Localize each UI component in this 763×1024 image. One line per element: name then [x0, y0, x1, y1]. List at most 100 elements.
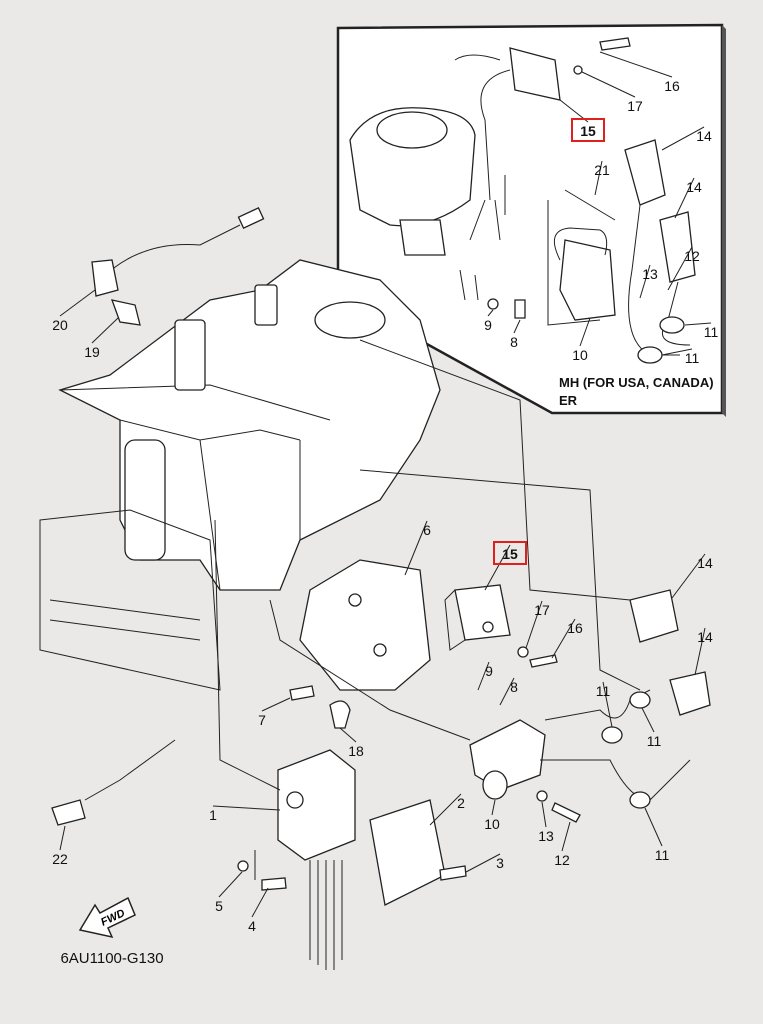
- inset-leader-line: [674, 177, 695, 219]
- main-leader-line: [251, 887, 269, 918]
- inset-cdi-unit-15: [454, 47, 561, 241]
- inset-leader-line: [661, 126, 705, 151]
- main-callout-8: 8: [510, 679, 518, 695]
- bolt-7: [289, 685, 315, 701]
- main-callout-3: 3: [496, 855, 504, 871]
- main-leader-line: [484, 544, 511, 591]
- wire-harness: [254, 850, 343, 970]
- main-leader-line: [499, 677, 515, 706]
- main-callout-16: 16: [567, 620, 583, 636]
- cover-18: [329, 700, 351, 729]
- bolt-16: [529, 654, 558, 668]
- grommet-11b: [601, 726, 623, 744]
- inset-flywheel-base: [349, 107, 476, 256]
- main-leader-line: [477, 661, 490, 691]
- main-callout-9: 9: [485, 663, 493, 679]
- main-callout-12: 12: [554, 852, 570, 868]
- inset-leader-line: [639, 264, 651, 299]
- inset-callout-10: 10: [572, 347, 588, 363]
- main-callout-5: 5: [215, 898, 223, 914]
- bolt-3: [439, 865, 467, 881]
- main-callout-11: 11: [655, 847, 670, 863]
- main-callout-18: 18: [348, 743, 364, 759]
- main-callout-7: 7: [258, 712, 266, 728]
- inset-callout-11: 11: [685, 350, 700, 366]
- main-leader-line: [339, 727, 357, 743]
- washer-17: [517, 646, 529, 658]
- diagram-code: 6AU1100-G130: [60, 950, 163, 967]
- ground-wire: [214, 339, 641, 791]
- main-leader-line: [641, 707, 655, 733]
- main-callout-19: 19: [84, 344, 100, 360]
- inset-callout-17: 17: [627, 98, 643, 114]
- main-callout-20: 20: [52, 317, 68, 333]
- inset-callout-9: 9: [484, 317, 492, 333]
- inset-callout-15: 15: [580, 123, 596, 139]
- fwd-arrow-icon: FWD: [78, 896, 136, 939]
- neutral-switch-22: [51, 739, 176, 826]
- main-leader-line: [261, 697, 291, 712]
- engine-block: [39, 259, 441, 691]
- cdi-unit-15: [444, 584, 511, 651]
- main-callout-1: 1: [209, 807, 217, 823]
- main-leader-line: [551, 618, 576, 659]
- main-leader-line: [429, 793, 462, 826]
- main-leader-line: [491, 799, 496, 816]
- inset-leader-line: [487, 309, 494, 317]
- plug-cap-14a: [629, 589, 679, 643]
- inset-callout-16: 16: [664, 78, 680, 94]
- inset-leader-line: [684, 322, 712, 326]
- main-callout-11: 11: [596, 683, 611, 699]
- grommet-11a: [629, 691, 651, 709]
- main-callout-4: 4: [248, 918, 256, 934]
- main-callout-14: 14: [697, 555, 713, 571]
- inset-leader-line: [661, 348, 693, 356]
- grommet-11c: [629, 791, 651, 809]
- main-callout-22: 22: [52, 851, 68, 867]
- main-leader-line: [404, 520, 428, 576]
- main-leader-line: [91, 317, 119, 344]
- thermo-switch-19: [110, 299, 141, 326]
- inset-ignition-coil: [459, 37, 696, 364]
- inset-note-line2: ER: [559, 393, 578, 408]
- inset-callout-14: 14: [696, 128, 712, 144]
- main-leader-line: [59, 289, 96, 317]
- rectifier-regulator-2: [369, 799, 446, 906]
- bolt-12: [551, 802, 581, 823]
- inset-callout-8: 8: [510, 334, 518, 350]
- inset-callout-13: 13: [642, 266, 658, 282]
- inset-callout-12: 12: [684, 248, 700, 264]
- main-leader-line: [218, 871, 243, 898]
- highlight-box: [493, 541, 527, 565]
- main-callout-14: 14: [697, 629, 713, 645]
- main-leader-line: [602, 681, 613, 728]
- inset-shadow: [722, 25, 726, 417]
- bolt-4: [261, 877, 287, 891]
- washer-5: [237, 860, 249, 872]
- inset-leader-line: [667, 246, 693, 291]
- main-leader-line: [671, 553, 706, 599]
- main-leader-line: [561, 821, 571, 852]
- inset-callout-21: 21: [594, 162, 610, 178]
- inset-leader-line: [594, 160, 603, 196]
- main-leader-line: [694, 627, 706, 676]
- main-callout-13: 13: [538, 828, 554, 844]
- main-leader-line: [212, 805, 281, 811]
- main-leader-line: [525, 600, 543, 649]
- main-callout-2: 2: [457, 795, 465, 811]
- rectifier-1: [277, 749, 356, 861]
- main-leader-line: [644, 807, 663, 847]
- base-plate-6: [299, 559, 431, 691]
- main-leader-line: [465, 853, 501, 873]
- inset-leader-line: [581, 71, 636, 98]
- inset-leader-line: [599, 51, 673, 78]
- main-callout-15: 15: [502, 546, 518, 562]
- main-callout-10: 10: [484, 816, 500, 832]
- main-callout-11: 11: [647, 733, 662, 749]
- inset-note-line1: MH (FOR USA, CANADA): [559, 375, 714, 390]
- washer-13: [536, 790, 548, 802]
- main-callout-17: 17: [534, 602, 550, 618]
